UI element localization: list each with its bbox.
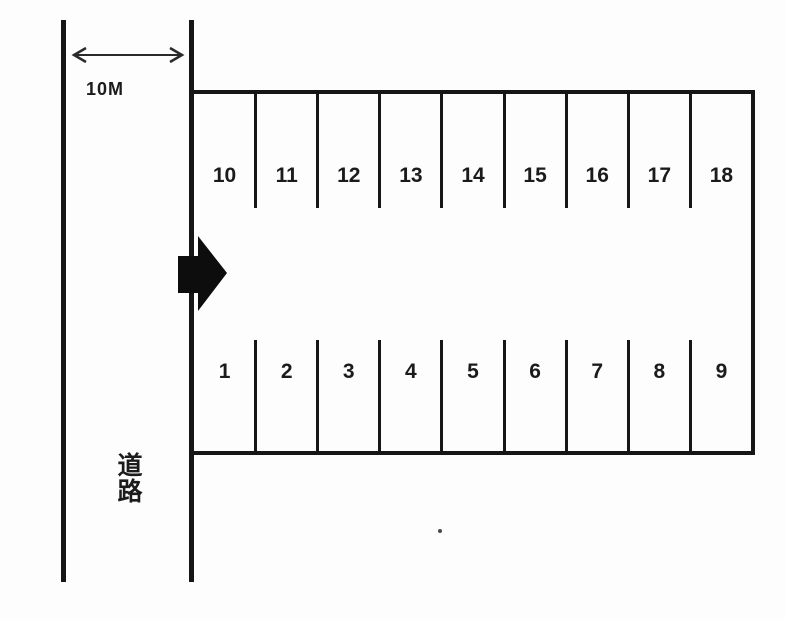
parking-space-17: 17 [626,94,689,208]
stray-dot [438,529,442,533]
parking-space-label: 12 [337,164,361,187]
parking-space-label: 17 [647,164,671,187]
parking-space-16: 16 [564,94,627,208]
parking-space-label: 15 [523,164,547,187]
parking-space-label: 18 [709,164,734,187]
parking-space-label: 4 [405,360,417,383]
parking-space-label: 14 [461,164,485,187]
road-width-arrow-icon [71,46,185,64]
parking-space-5: 5 [440,340,502,452]
road-width-label: 10M [86,79,125,99]
parking-space-label: 9 [715,360,728,383]
parking-space-3: 3 [316,340,378,452]
lot-border-top [191,90,755,94]
lot-border-bottom [191,451,755,455]
parking-space-4: 4 [378,340,440,452]
parking-space-6: 6 [502,340,565,452]
parking-space-label: 3 [342,360,355,383]
parking-space-15: 15 [502,94,565,208]
parking-space-label: 10 [212,164,237,187]
road-left-edge-line [61,20,66,582]
parking-space-14: 14 [440,94,502,208]
parking-space-13: 13 [378,94,440,208]
parking-space-label: 11 [275,164,298,187]
parking-space-12: 12 [316,94,378,208]
parking-row-top: 10 11 12 13 14 15 16 17 18 [195,94,751,208]
parking-space-label: 16 [585,164,609,187]
lot-border-right [751,90,755,455]
parking-space-label: 13 [399,164,423,187]
parking-space-10: 10 [195,94,254,208]
parking-space-11: 11 [254,94,316,208]
parking-space-label: 8 [653,360,666,383]
parking-space-label: 6 [529,360,541,383]
parking-space-label: 1 [218,360,231,383]
parking-space-label: 7 [591,360,604,383]
parking-space-label: 5 [467,360,479,383]
parking-space-1: 1 [195,340,254,452]
parking-space-8: 8 [626,340,689,452]
parking-space-9: 9 [688,340,751,452]
parking-space-7: 7 [564,340,627,452]
parking-space-18: 18 [688,94,751,208]
parking-row-bottom: 1 2 3 4 5 6 7 8 9 [195,340,751,452]
parking-space-2: 2 [254,340,316,452]
road-name-label: 道路 [114,452,142,504]
parking-space-label: 2 [280,360,293,383]
road-right-edge-line [189,20,194,582]
entrance-arrow-icon [178,236,227,311]
